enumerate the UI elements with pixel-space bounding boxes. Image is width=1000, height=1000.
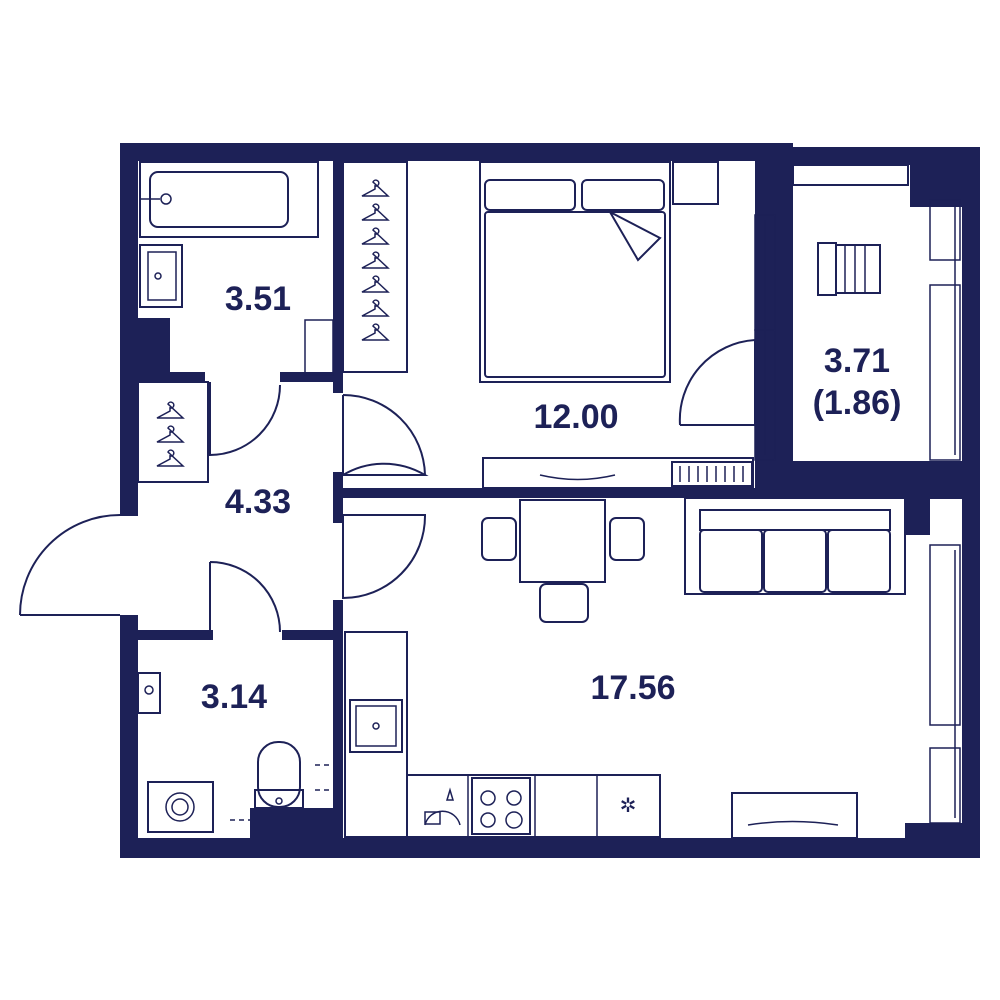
nightstand: [672, 161, 719, 205]
hanger-icon: [361, 275, 390, 293]
washing-cabinet: [304, 319, 334, 376]
dining-table-icon: [481, 499, 645, 623]
wardrobe: [342, 161, 408, 373]
radiator-icon: [671, 461, 753, 487]
kitchen-sink-icon: [349, 699, 403, 753]
tv-stand-living: [731, 792, 858, 839]
hanger-icon: [156, 449, 185, 467]
hanger-icon: [361, 323, 390, 341]
kitchen-counter: [344, 631, 661, 838]
toilet-area: 3.14: [201, 678, 267, 716]
bathtub-icon: [139, 161, 319, 238]
toilet-icon: [254, 741, 304, 809]
kitchen-living-area: 17.56: [590, 669, 675, 707]
hanger-icon: [361, 227, 390, 245]
balcony-rail: [792, 164, 909, 186]
hanger-icon: [156, 425, 185, 443]
hanger-icon: [361, 179, 390, 197]
chair-icon: [817, 242, 881, 296]
hanger-icon: [361, 203, 390, 221]
hanger-icon: [156, 401, 185, 419]
balcony-area: 3.71: [824, 342, 890, 380]
hanger-icon: [361, 299, 390, 317]
toilet-sink-icon: [137, 672, 161, 714]
sofa-icon: [684, 497, 906, 595]
hanger-icon: [361, 251, 390, 269]
hallway-wardrobe: [137, 381, 209, 483]
washing-machine-icon: [147, 781, 214, 833]
doors: [19, 338, 756, 633]
dishwasher-icon: [424, 787, 461, 826]
balcony-reduced-area: (1.86): [813, 384, 902, 422]
tv-icon-living: [747, 820, 839, 826]
fridge-icon: ✲: [620, 793, 637, 817]
walls: [120, 143, 980, 858]
riser: [230, 764, 333, 821]
hallway-area: 4.33: [225, 483, 291, 521]
sink-icon: [139, 244, 183, 308]
windows: [754, 199, 961, 824]
svg-text:✲: ✲: [620, 793, 637, 817]
tv-icon: [539, 474, 616, 481]
stove-icon: [471, 777, 531, 835]
bed-icon: [479, 161, 671, 383]
bathroom-area: 3.51: [225, 280, 291, 318]
bedroom-area: 12.00: [533, 398, 618, 436]
